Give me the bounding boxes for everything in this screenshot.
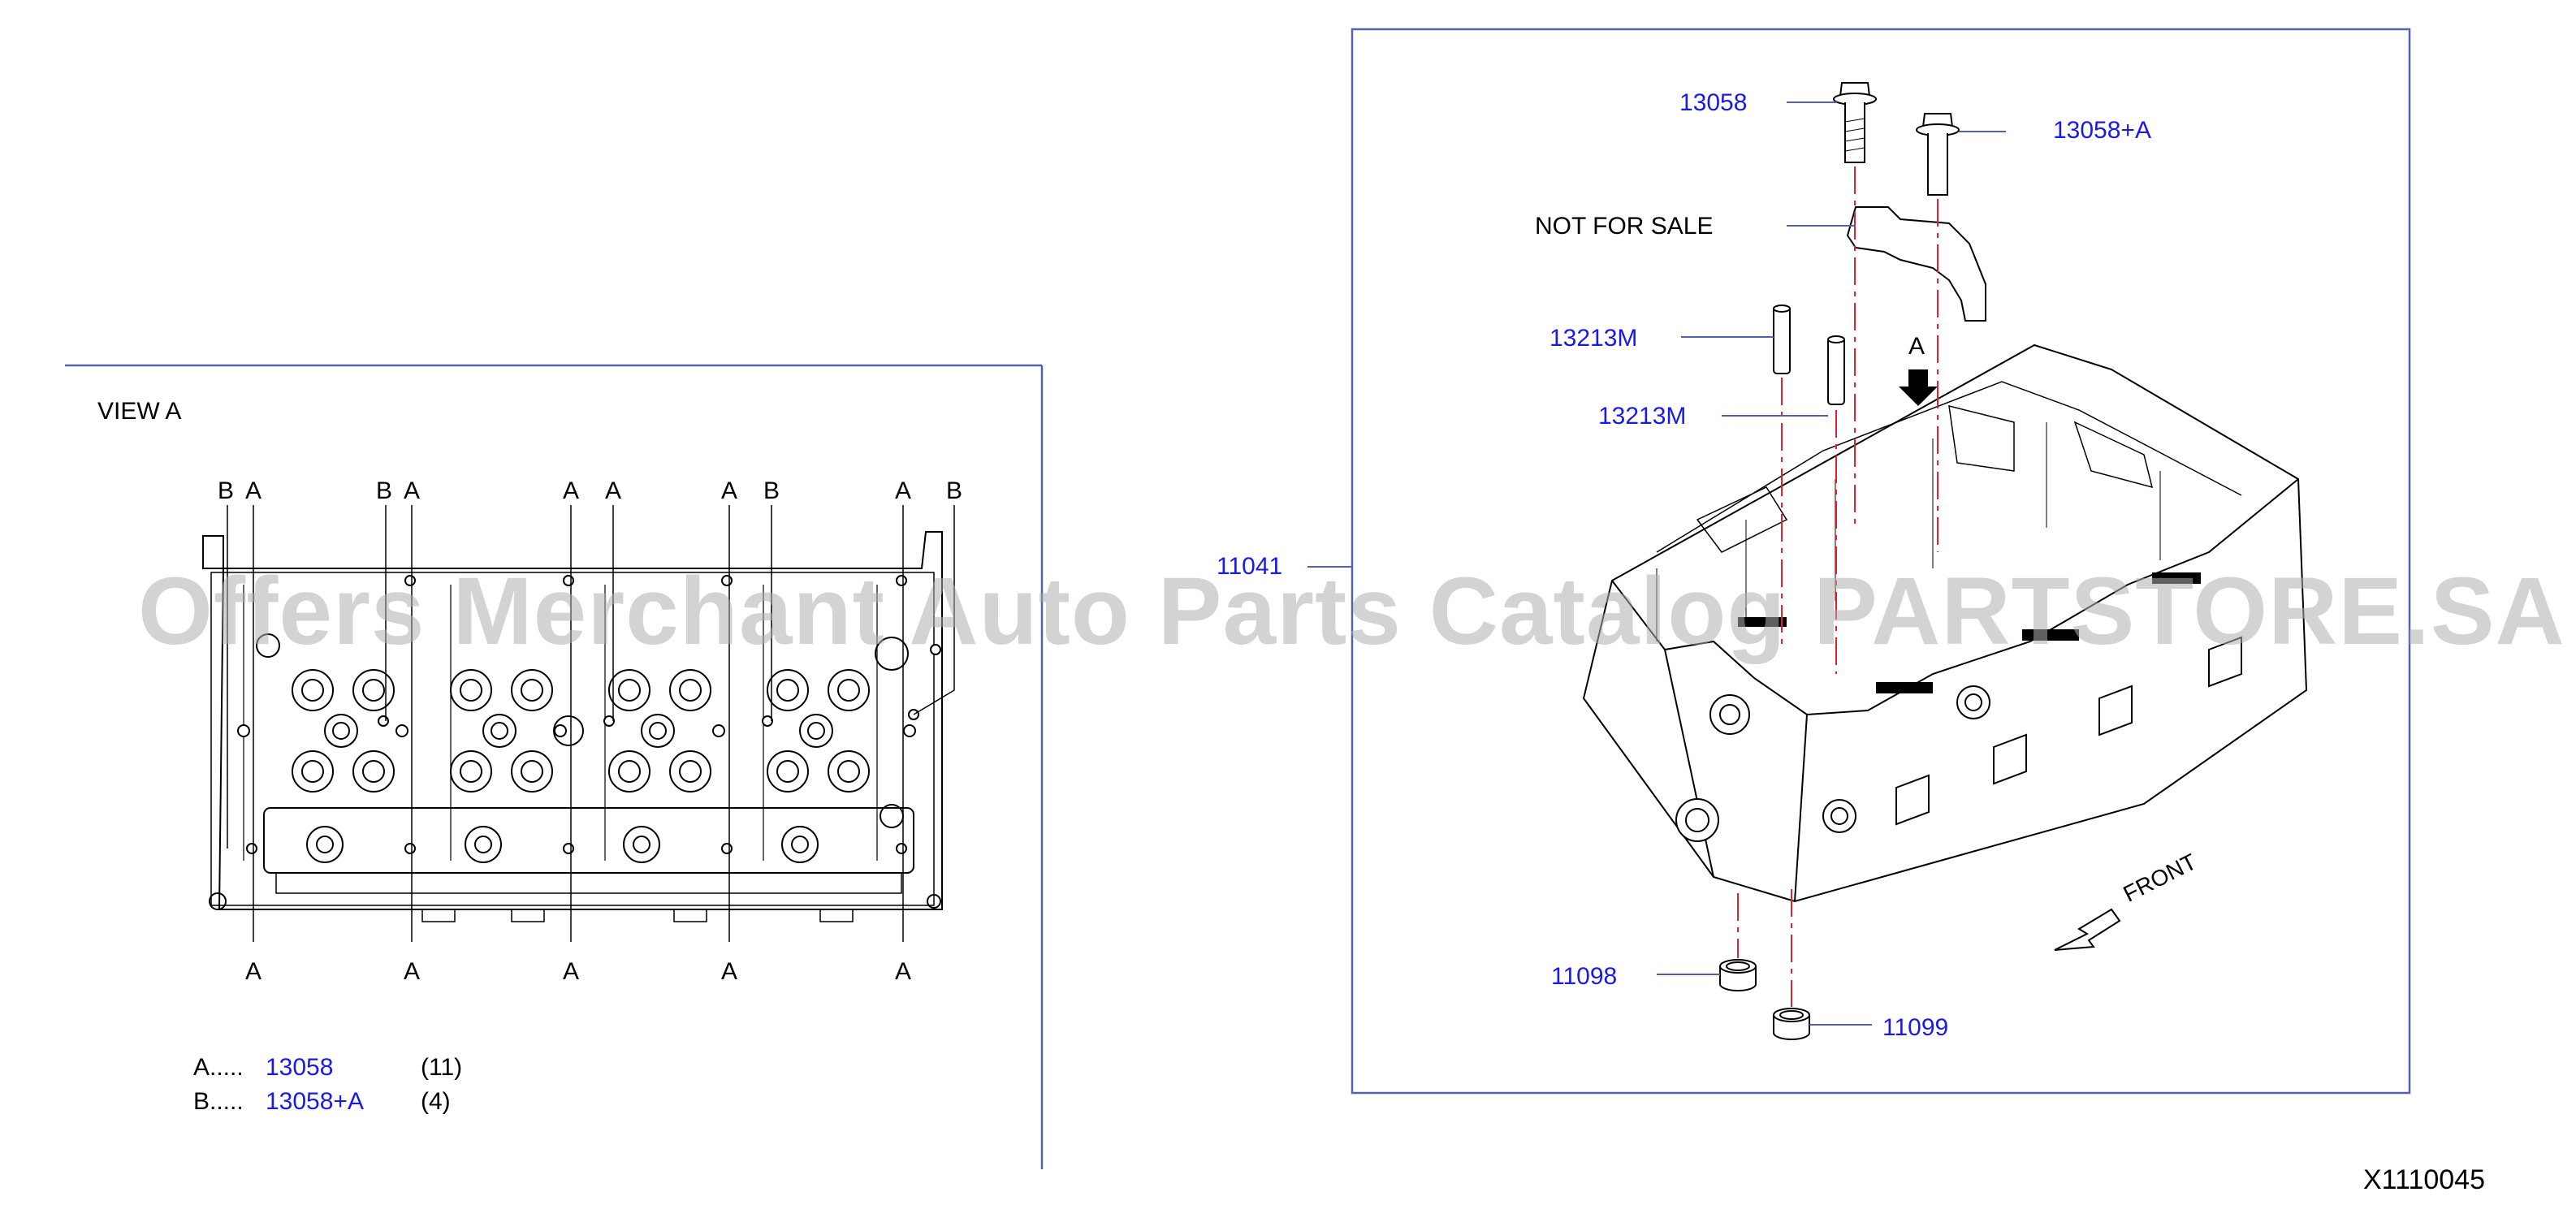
view-a-title: VIEW A (97, 398, 182, 425)
legend-key: B..... (193, 1088, 244, 1115)
marker-a: A (721, 477, 738, 504)
part-13213m-link-2[interactable]: 13213M (1598, 403, 1687, 430)
bracket-drawing (1846, 206, 1986, 322)
marker-a: A (404, 958, 421, 985)
legend-part-link[interactable]: 13058+A (266, 1088, 364, 1115)
centerlines (1737, 166, 1938, 1007)
marker-b: B (763, 477, 780, 504)
legend-key: A..... (193, 1054, 244, 1081)
part-11098-link[interactable]: 11098 (1551, 963, 1618, 990)
view-a-arrow (1899, 369, 1938, 406)
marker-a: A (895, 477, 912, 504)
legend-qty: (11) (421, 1054, 463, 1081)
marker-b: B (946, 477, 963, 504)
front-arrow-icon (2054, 908, 2121, 951)
leader-lines (1307, 101, 2006, 1026)
bolt-13058a-drawing (1916, 113, 1960, 196)
marker-a: A (563, 477, 580, 504)
main-frame (1351, 28, 2411, 1095)
dowel-pins-drawing (1773, 304, 1845, 405)
part-13058-link[interactable]: 13058 (1679, 89, 1748, 116)
marker-a: A (404, 477, 421, 504)
marker-a: A (563, 958, 580, 985)
part-11099-link[interactable]: 11099 (1882, 1014, 1949, 1041)
part-13213m-link[interactable]: 13213M (1549, 325, 1638, 352)
cylinder-head-drawing (1582, 343, 2308, 903)
marker-a: A (895, 958, 912, 985)
bolt-13058-drawing (1833, 82, 1877, 163)
diagram-id: X1110045 (2363, 1164, 2485, 1195)
part-13058a-link[interactable]: 13058+A (2053, 117, 2151, 144)
view-a-arrow-label: A (1908, 333, 1926, 360)
view-a-head-drawing (202, 505, 955, 942)
view-a-frame (65, 364, 1044, 1169)
marker-a: A (245, 477, 262, 504)
legend-qty: (4) (421, 1088, 451, 1115)
part-11041-link[interactable]: 11041 (1217, 553, 1283, 580)
marker-b: B (376, 477, 393, 504)
not-for-sale-label: NOT FOR SALE (1535, 213, 1714, 240)
marker-a: A (605, 477, 622, 504)
marker-a: A (245, 958, 262, 985)
marker-a: A (721, 958, 738, 985)
seals-drawing (1719, 959, 1810, 1040)
marker-b: B (218, 477, 235, 504)
legend-part-link[interactable]: 13058 (266, 1054, 334, 1081)
